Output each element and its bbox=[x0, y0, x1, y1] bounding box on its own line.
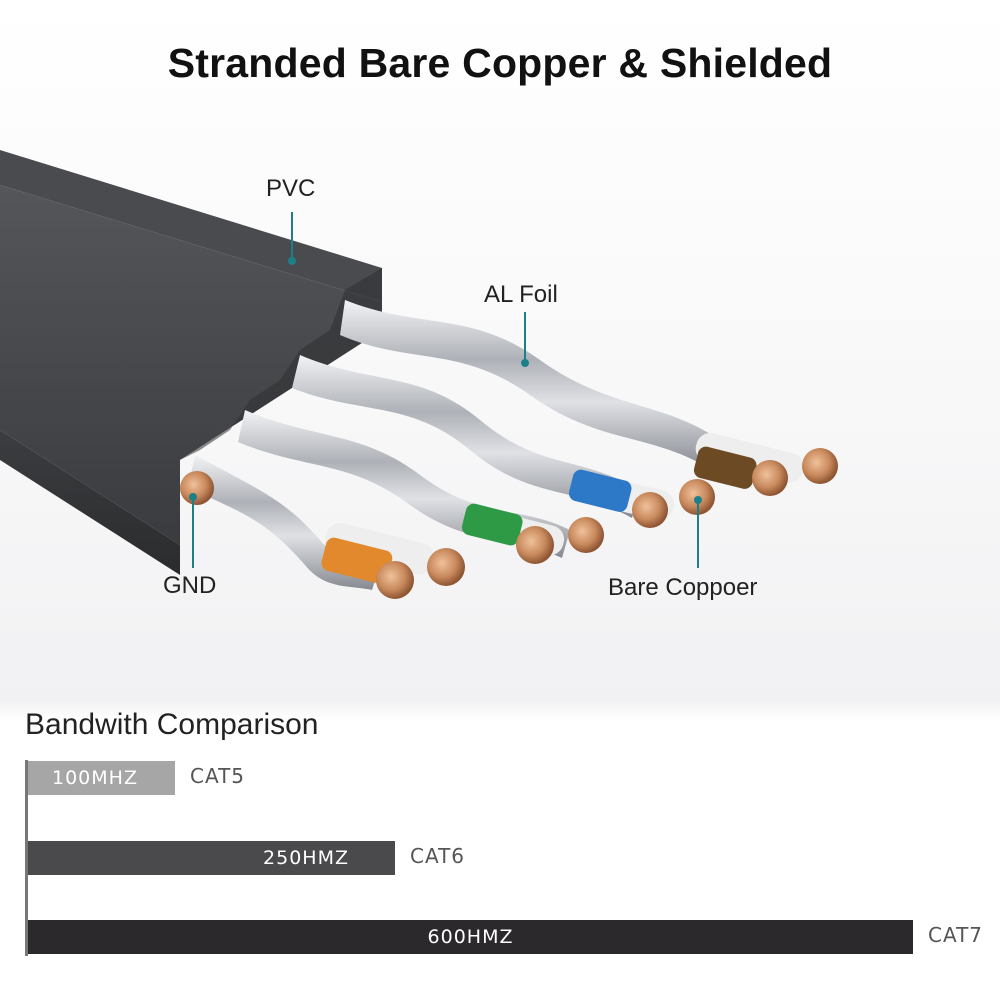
bandwidth-value-label: 100MHZ bbox=[52, 767, 138, 789]
bandwidth-axis bbox=[25, 760, 28, 956]
cable-illustration bbox=[0, 150, 838, 599]
bandwidth-category-label: CAT5 bbox=[190, 764, 246, 788]
pvc-label: PVC bbox=[266, 175, 316, 202]
gnd-label: GND bbox=[163, 572, 217, 599]
bandwidth-value-label: 250HMZ bbox=[263, 847, 349, 869]
bare-copper-label: Bare Coppoer bbox=[608, 574, 758, 601]
pvc-jacket bbox=[0, 150, 382, 575]
copper-conductors bbox=[180, 448, 838, 599]
bandwidth-bar-cat5: 100MHZ bbox=[28, 761, 175, 795]
bandwidth-bar-cat7: 600HMZ bbox=[28, 920, 913, 954]
bandwidth-value-label: 600HMZ bbox=[427, 926, 514, 948]
bandwidth-title: Bandwith Comparison bbox=[25, 708, 319, 741]
bandwidth-category-label: CAT7 bbox=[928, 923, 984, 947]
page-title: Stranded Bare Copper & Shielded bbox=[167, 40, 833, 86]
callout-lines bbox=[189, 212, 702, 568]
bandwidth-bar-cat6: 250HMZ bbox=[28, 841, 395, 875]
bandwidth-category-label: CAT6 bbox=[410, 844, 466, 868]
al-foil-label: AL Foil bbox=[484, 281, 558, 308]
insulated-wires bbox=[321, 432, 804, 584]
